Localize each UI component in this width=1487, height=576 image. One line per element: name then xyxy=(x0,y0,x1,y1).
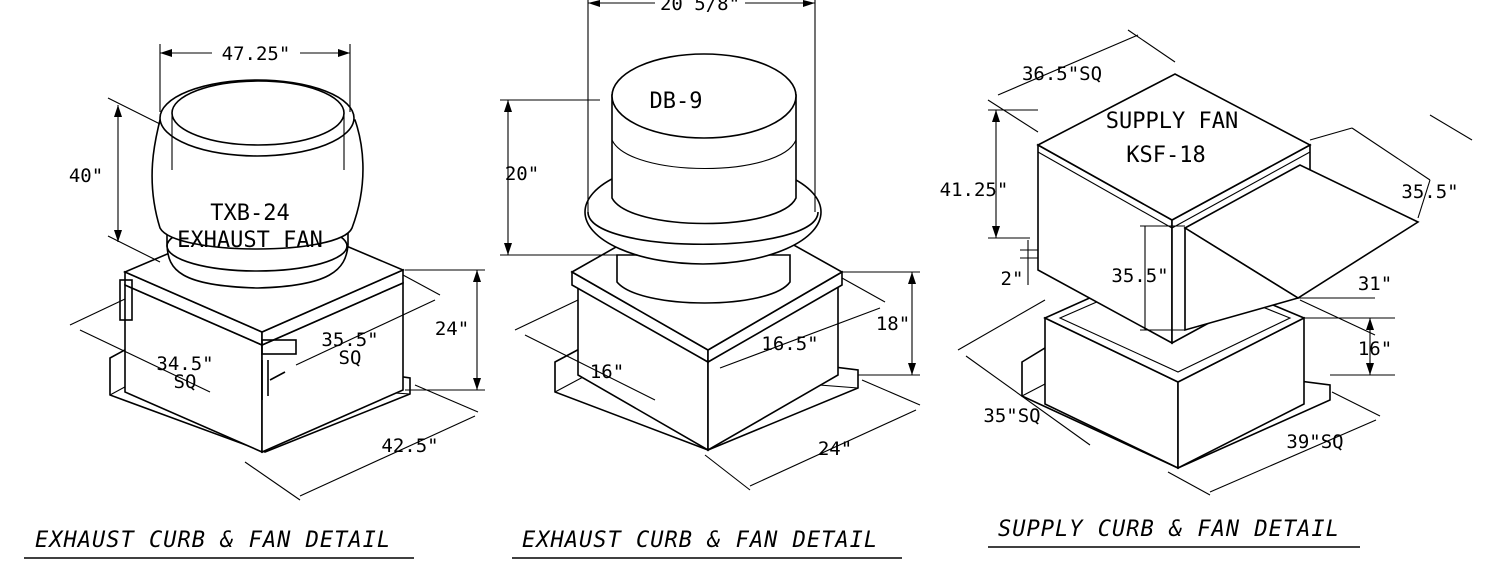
dim-text: 16" xyxy=(590,361,624,383)
dim-curb-inner: 34.5" SQ xyxy=(69,298,214,393)
dim-curb-height: 18" xyxy=(842,271,920,376)
dim-text: 35.5" xyxy=(321,329,378,351)
dim-text: 41.25" xyxy=(940,179,1009,201)
supply-fan-hood xyxy=(1183,164,1420,332)
dim-text: 18" xyxy=(876,313,910,335)
dim-text: 24" xyxy=(435,318,469,340)
dim-offset: 2" xyxy=(1001,240,1038,290)
dim-text: 35"SQ xyxy=(983,405,1040,427)
dim-hood-height: 35.5" xyxy=(1111,225,1185,331)
dim-side-width: 35.5" xyxy=(1309,114,1473,219)
dim-text: 42.5" xyxy=(381,435,438,457)
dim-text: 47.25" xyxy=(222,43,291,65)
dim-hood-depth: 31" xyxy=(1298,273,1392,336)
dim-height: 41.25" xyxy=(940,109,1038,239)
fan-label-type: EXHAUST FAN xyxy=(177,228,323,253)
dim-text: SQ xyxy=(174,371,197,393)
dim-text: 35.5" xyxy=(1111,265,1168,287)
dim-curb-depth: 16" xyxy=(514,299,656,401)
dim-fan-height: 40" xyxy=(69,97,161,263)
dim-text: 34.5" xyxy=(156,353,213,375)
dim-text: 39"SQ xyxy=(1286,431,1343,453)
dim-base: 24" xyxy=(704,379,921,491)
dim-curb: 35"SQ xyxy=(957,299,1091,446)
dim-fan-diameter: 20 5/8" xyxy=(587,0,816,212)
dim-text: 31" xyxy=(1358,273,1392,295)
dim-text: 2" xyxy=(1001,268,1024,290)
dim-base: 42.5" xyxy=(244,384,479,501)
detail-exhaust-db9: DB-9 20 5/8" 20" 18" xyxy=(500,0,921,559)
dim-text: 20 5/8" xyxy=(660,0,740,15)
detail-title: EXHAUST CURB & FAN DETAIL xyxy=(35,528,391,553)
fan-label-type: SUPPLY FAN xyxy=(1106,109,1238,134)
dim-fan-height: 20" xyxy=(500,99,620,256)
dim-text: 36.5"SQ xyxy=(1022,63,1102,85)
dim-curb-width: 35.5" SQ xyxy=(295,274,441,369)
dim-text: 24" xyxy=(818,438,852,460)
dim-curb-height: 16" xyxy=(1304,317,1395,376)
exhaust-fan-body xyxy=(584,53,822,304)
dim-top: 36.5"SQ xyxy=(987,29,1176,133)
detail-supply-ksf18: SUPPLY FAN KSF-18 36.5"SQ 41.25" 2" xyxy=(940,29,1473,548)
detail-title: SUPPLY CURB & FAN DETAIL xyxy=(998,517,1340,542)
dim-text: 40" xyxy=(69,165,103,187)
fan-label-model: DB-9 xyxy=(650,89,703,114)
dim-text: 35.5" xyxy=(1401,181,1458,203)
detail-title: EXHAUST CURB & FAN DETAIL xyxy=(522,528,878,553)
dim-text: 16" xyxy=(1358,338,1392,360)
dim-text: SQ xyxy=(339,347,362,369)
fan-label-model: KSF-18 xyxy=(1126,143,1205,168)
dim-base: 39"SQ xyxy=(1167,391,1381,496)
fan-label-model: TXB-24 xyxy=(210,201,289,226)
dim-curb-width: 16.5" xyxy=(719,277,886,369)
dim-text: 16.5" xyxy=(761,333,818,355)
exhaust-fan-body xyxy=(151,79,364,289)
dim-text: 20" xyxy=(505,163,539,185)
dim-fan-diameter: 47.25" xyxy=(159,43,351,112)
dim-curb-height: 24" xyxy=(405,269,485,391)
detail-exhaust-txb24: TXB-24 EXHAUST FAN 47.25" 40" xyxy=(24,43,485,559)
